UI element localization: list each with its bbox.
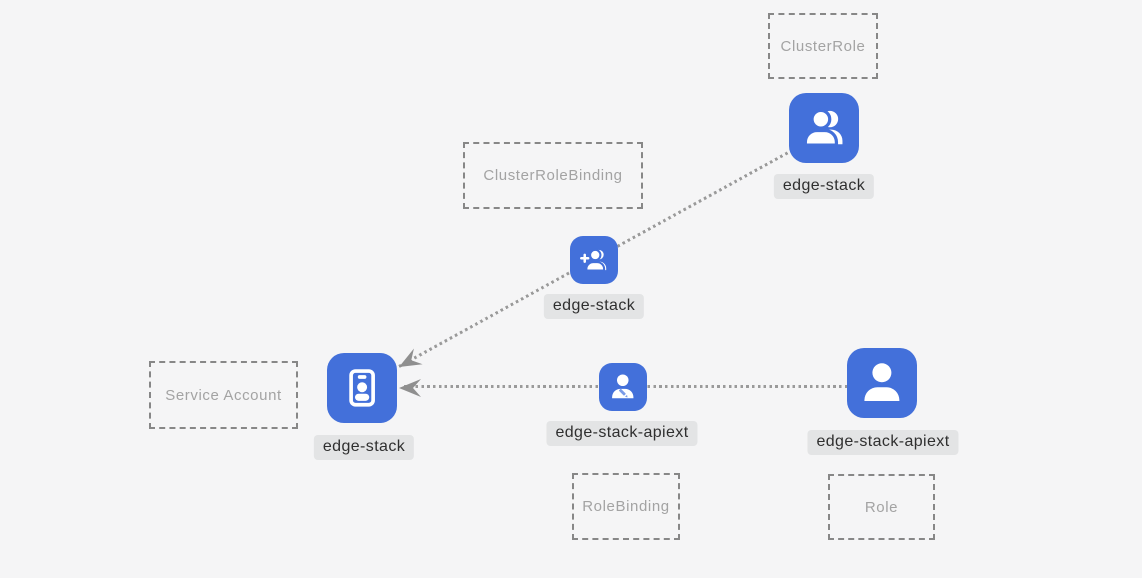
node-clusterrole[interactable] (789, 93, 859, 163)
arrowhead-icon (399, 348, 423, 367)
node-label-rolebinding: edge-stack-apiext (546, 421, 698, 446)
users-icon (803, 108, 843, 147)
node-label-clusterrolebinding: edge-stack (543, 294, 645, 319)
type-box-role: Role (828, 474, 935, 540)
person-icon (864, 363, 900, 402)
type-box-serviceaccount: Service Account (149, 361, 298, 429)
node-label-clusterrole: edge-stack (773, 174, 875, 199)
node-rolebinding[interactable] (599, 363, 647, 411)
type-label: ClusterRole (780, 37, 866, 55)
node-role[interactable] (847, 348, 917, 418)
arrowhead-icon (399, 379, 421, 397)
node-serviceaccount[interactable] (327, 353, 397, 423)
pencil-glyph (619, 389, 628, 398)
type-label: Role (864, 498, 899, 516)
type-box-clusterrole: ClusterRole (768, 13, 878, 79)
type-box-clusterrolebinding: ClusterRoleBinding (463, 142, 643, 209)
node-clusterrolebinding[interactable] (570, 236, 618, 284)
node-label-serviceaccount: edge-stack (313, 435, 415, 460)
id-badge-icon (349, 369, 376, 407)
type-label: RoleBinding (582, 498, 670, 515)
person-add-icon (580, 249, 607, 272)
type-label: Service Account (165, 386, 282, 404)
type-box-rolebinding: RoleBinding (572, 473, 680, 540)
node-label-role: edge-stack-apiext (807, 430, 959, 455)
person-edit-icon (612, 374, 634, 399)
type-label: ClusterRoleBinding (483, 167, 623, 184)
